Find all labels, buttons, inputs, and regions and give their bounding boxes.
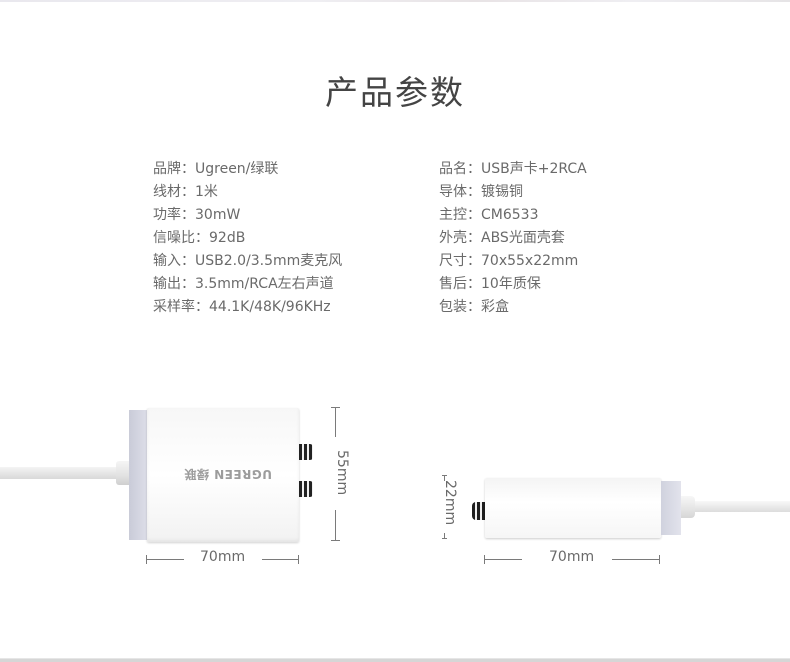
spec-value: 44.1K/48K/96KHz (209, 299, 331, 315)
usb-cable (695, 501, 790, 512)
spec-key: 线材 (153, 184, 195, 200)
rca-jack-icon (472, 502, 486, 520)
spec-row: 输入USB2.0/3.5mm麦克风 (153, 250, 342, 273)
ugreen-logo: UGREEN 绿联 (184, 467, 272, 481)
bottom-border (0, 658, 790, 662)
spec-value: 30mW (195, 207, 241, 223)
top-border (0, 0, 790, 2)
spec-key: 输入 (153, 253, 195, 269)
spec-value: 3.5mm/RCA左右声道 (195, 276, 334, 292)
rca-jack-icon (299, 444, 313, 460)
spec-key: 尺寸 (439, 253, 481, 269)
spec-row: 线材1米 (153, 181, 342, 204)
spec-value: 92dB (209, 230, 246, 246)
height-dimension-line (331, 407, 340, 541)
spec-key: 售后 (439, 276, 481, 292)
thickness-dimension-line (440, 475, 449, 539)
spec-value: 彩盒 (481, 299, 509, 315)
spec-row: 主控CM6533 (439, 204, 587, 227)
height-label: 55mm (334, 450, 350, 496)
usb-plug-end (129, 410, 149, 540)
rca-jack-icon (299, 481, 313, 497)
usb-cable (0, 467, 118, 479)
page-title: 产品参数 (325, 73, 465, 112)
width-label: 70mm (200, 549, 246, 565)
spec-row: 品名USB声卡+2RCA (439, 158, 587, 181)
spec-value: Ugreen/绿联 (195, 161, 279, 177)
spec-value: 70x55x22mm (481, 253, 579, 269)
spec-key: 外壳 (439, 230, 481, 246)
width-dimension-line (484, 555, 660, 564)
device-body-side (485, 478, 661, 538)
width-label: 70mm (549, 549, 595, 565)
spec-key: 采样率 (153, 299, 209, 315)
cable-strain-relief (116, 461, 132, 485)
spec-value: 10年质保 (481, 276, 541, 292)
spec-value: USB声卡+2RCA (481, 161, 587, 177)
width-dimension-line (146, 555, 299, 564)
thickness-label: 22mm (442, 480, 458, 526)
spec-row: 信噪比92dB (153, 227, 342, 250)
spec-value: ABS光面壳套 (481, 230, 565, 246)
device-body (147, 408, 299, 542)
cable-strain-relief (681, 496, 695, 518)
spec-key: 信噪比 (153, 230, 209, 246)
spec-key: 品名 (439, 161, 481, 177)
spec-key: 包装 (439, 299, 481, 315)
spec-row: 包装彩盒 (439, 296, 587, 319)
spec-list-right: 品名USB声卡+2RCA 导体镀锡铜 主控CM6533 外壳ABS光面壳套 尺寸… (439, 158, 587, 319)
spec-key: 导体 (439, 184, 481, 200)
usb-plug-end (661, 481, 681, 535)
spec-row: 采样率44.1K/48K/96KHz (153, 296, 342, 319)
spec-list-left: 品牌Ugreen/绿联 线材1米 功率30mW 信噪比92dB 输入USB2.0… (153, 158, 342, 319)
spec-key: 品牌 (153, 161, 195, 177)
spec-key: 输出 (153, 276, 195, 292)
spec-value: 1米 (195, 184, 218, 200)
spec-key: 主控 (439, 207, 481, 223)
spec-row: 售后10年质保 (439, 273, 587, 296)
spec-row: 导体镀锡铜 (439, 181, 587, 204)
spec-row: 尺寸70x55x22mm (439, 250, 587, 273)
spec-row: 输出3.5mm/RCA左右声道 (153, 273, 342, 296)
spec-key: 功率 (153, 207, 195, 223)
spec-value: CM6533 (481, 207, 539, 223)
spec-value: 镀锡铜 (481, 184, 523, 200)
spec-row: 品牌Ugreen/绿联 (153, 158, 342, 181)
spec-value: USB2.0/3.5mm麦克风 (195, 253, 343, 269)
spec-row: 外壳ABS光面壳套 (439, 227, 587, 250)
spec-row: 功率30mW (153, 204, 342, 227)
